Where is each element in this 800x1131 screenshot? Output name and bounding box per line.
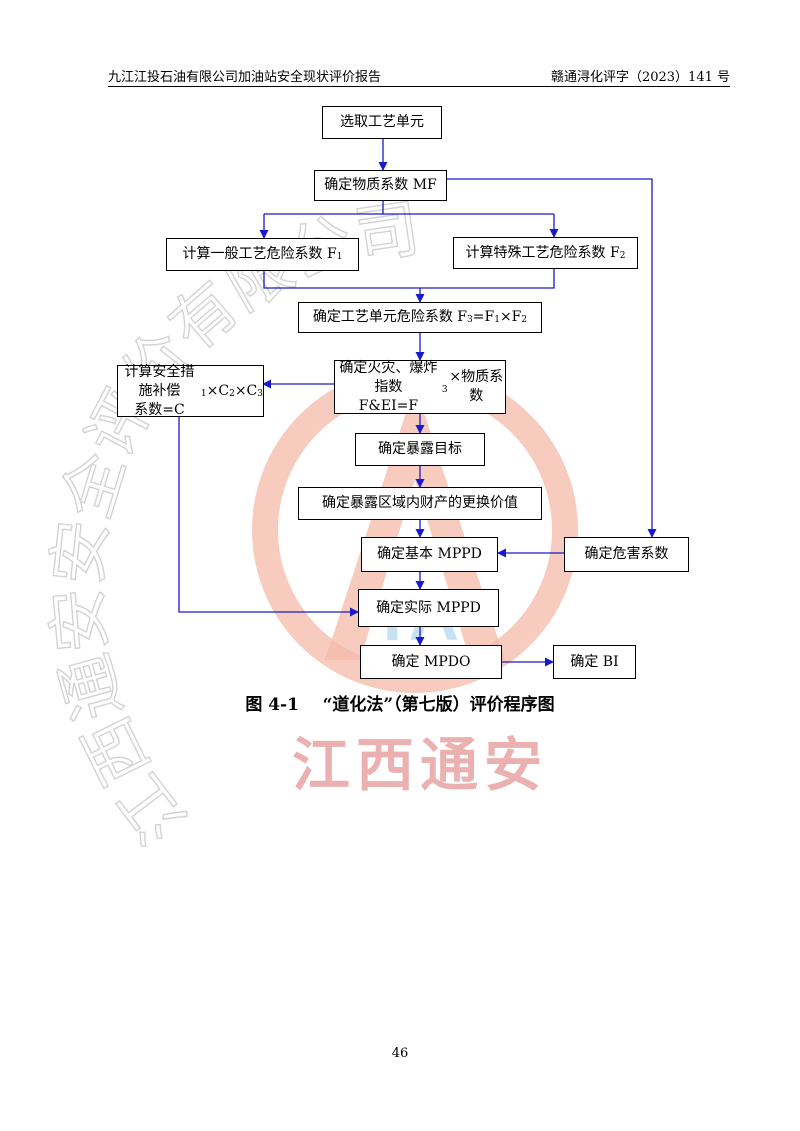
node-base-mppd: 确定基本 MPPD — [361, 537, 498, 572]
node-damage-factor: 确定危害系数 — [564, 537, 689, 572]
node-select-process-unit: 选取工艺单元 — [322, 106, 442, 139]
header-right-doc-number: 赣通浔化评字（2023）141 号 — [550, 70, 730, 85]
connector-n3-merge — [263, 268, 555, 289]
header-left-title: 九江江投石油有限公司加油站安全现状评价报告 — [108, 70, 382, 85]
node-property-replacement-value: 确定暴露区域内财产的更换价值 — [298, 487, 542, 520]
node-determine-material-factor: 确定物质系数 MF — [314, 170, 447, 201]
arrow-n2-n11 — [446, 178, 657, 538]
page-header: 九江江投石油有限公司加油站安全现状评价报告 赣通浔化评字（2023）141 号 — [108, 64, 730, 87]
page-number: 46 — [391, 1046, 409, 1061]
node-mpdo: 确定 MPDO — [360, 645, 502, 679]
node-exposure-target: 确定暴露目标 — [355, 433, 485, 466]
node-actual-mppd: 确定实际 MPPD — [358, 589, 499, 627]
figure-caption: 图 4-1 “道化法”（第七版）评价程序图 — [245, 695, 555, 715]
node-bi: 确定 BI — [553, 645, 636, 679]
arrow-n7-n12 — [178, 416, 359, 617]
